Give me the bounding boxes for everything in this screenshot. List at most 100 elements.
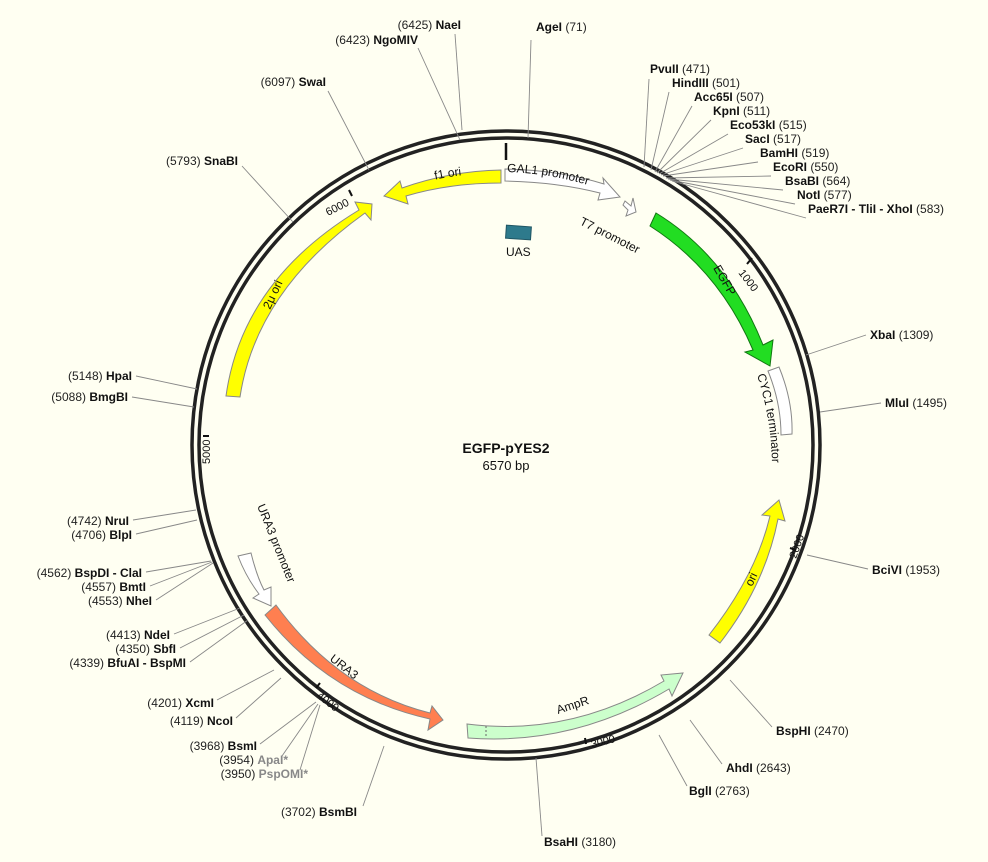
site-position: (519)	[801, 146, 829, 160]
feature-t7-promoter	[622, 197, 637, 217]
site-position: (6097)	[261, 75, 299, 89]
site-label: PvuII (471)	[650, 62, 710, 76]
leader-line	[671, 180, 807, 219]
site-label: (6097) SwaI	[261, 75, 326, 89]
site-position: (501)	[712, 76, 740, 90]
site-position: (564)	[822, 174, 850, 188]
site-label: (5088) BmgBI	[51, 390, 128, 404]
site-position: (4413)	[106, 628, 144, 642]
leader-line	[805, 334, 867, 356]
site-name: PvuII	[650, 62, 682, 76]
site-label: (4201) XcmI	[147, 696, 214, 710]
site-label: (4706) BlpI	[71, 528, 132, 542]
site-label: (4119) NcoI	[170, 714, 233, 728]
site-position: (6425)	[398, 18, 436, 32]
leader-line	[669, 179, 796, 205]
site-label: Acc65I (507)	[694, 90, 764, 104]
site-name: BspHI	[776, 724, 814, 738]
site-name: SbfI	[153, 642, 176, 656]
site-label: (6425) NaeI	[398, 18, 461, 32]
site-name: SacI	[745, 132, 773, 146]
leader-line	[660, 147, 744, 176]
feature-ampr	[466, 672, 684, 740]
site-position: (471)	[682, 62, 710, 76]
leader-line	[654, 105, 693, 173]
leader-line	[729, 679, 773, 728]
plasmid-name: EGFP-pYES2	[462, 440, 549, 456]
site-position: (2470)	[814, 724, 849, 738]
site-name: HindIII	[672, 76, 712, 90]
site-label: NotI (577)	[797, 188, 852, 202]
leader-line	[135, 375, 198, 390]
feature-label-f1-ori: f1 ori	[433, 164, 462, 182]
site-position: (5088)	[51, 390, 89, 404]
leader-line	[362, 745, 385, 807]
feature-label-ori: ori	[742, 570, 760, 588]
site-name: PspOMI*	[259, 767, 309, 781]
feature-ura3-promoter	[237, 552, 272, 607]
leader-line	[658, 734, 688, 787]
leader-line	[299, 704, 321, 771]
site-name: EcoRI	[773, 160, 810, 174]
site-position: (583)	[916, 202, 944, 216]
site-position: (517)	[773, 132, 801, 146]
feature-cyc1-terminator	[767, 366, 793, 436]
site-label: BspHI (2470)	[776, 724, 849, 738]
site-position: (511)	[743, 104, 770, 118]
tick-label-6000: 6000	[324, 197, 351, 219]
feature-label-t7-promoter: T7 promoter	[578, 214, 643, 256]
leader-line	[656, 119, 712, 174]
site-name: BamHI	[760, 146, 801, 160]
site-label: BamHI (519)	[760, 146, 829, 160]
tick-label-3000: 3000	[590, 733, 617, 751]
site-position: (5793)	[166, 154, 204, 168]
site-position: (1495)	[912, 396, 947, 410]
backbone	[190, 129, 822, 761]
leader-line	[806, 554, 869, 570]
site-position: (4742)	[67, 514, 105, 528]
site-position: (2643)	[756, 761, 791, 775]
site-position: (4562)	[37, 566, 75, 580]
leader-line	[527, 39, 532, 139]
leader-line	[281, 703, 319, 757]
site-label: (5793) SnaBI	[166, 154, 238, 168]
feature-egfp	[649, 212, 774, 367]
site-label: (4742) NruI	[67, 514, 129, 528]
site-name: NgoMIV	[373, 33, 418, 47]
leader-line	[658, 133, 729, 175]
site-name: BsaBI	[785, 174, 822, 188]
leader-line	[327, 90, 370, 171]
site-name: MluI	[885, 396, 912, 410]
leader-lines	[131, 33, 882, 837]
site-label: SacI (517)	[745, 132, 801, 146]
site-name: ApaI*	[257, 753, 288, 767]
site-position: (3954)	[219, 753, 257, 767]
site-name: XbaI	[870, 328, 899, 342]
site-position: (4553)	[88, 594, 126, 608]
leader-line	[135, 519, 198, 535]
site-name: BlpI	[109, 528, 132, 542]
feature-label-ura3-promoter: URA3 promoter	[254, 502, 298, 585]
site-name: AgeI	[536, 20, 565, 34]
site-label: (4553) NheI	[88, 594, 152, 608]
leader-line	[417, 47, 461, 141]
site-position: (71)	[565, 20, 586, 34]
site-label: (4339) BfuAI - BspMI	[69, 656, 186, 670]
site-position: (1309)	[899, 328, 934, 342]
feature-uas	[505, 224, 532, 241]
site-position: (1953)	[905, 563, 940, 577]
site-name: BsmBI	[319, 805, 357, 819]
site-position: (5148)	[68, 369, 106, 383]
site-label: BglI (2763)	[689, 784, 750, 798]
site-label: BsaHI (3180)	[544, 835, 616, 849]
site-name: HpaI	[106, 369, 132, 383]
site-name: BglI	[689, 784, 715, 798]
site-name: NaeI	[436, 18, 461, 32]
site-label: (3950) PspOMI*	[221, 767, 309, 781]
leader-line	[155, 562, 214, 601]
leader-line	[189, 619, 249, 663]
site-name: BspDI - ClaI	[75, 566, 142, 580]
site-name: Acc65I	[694, 90, 736, 104]
site-position: (3702)	[281, 805, 319, 819]
feature-label-ampr: AmpR	[555, 693, 591, 717]
